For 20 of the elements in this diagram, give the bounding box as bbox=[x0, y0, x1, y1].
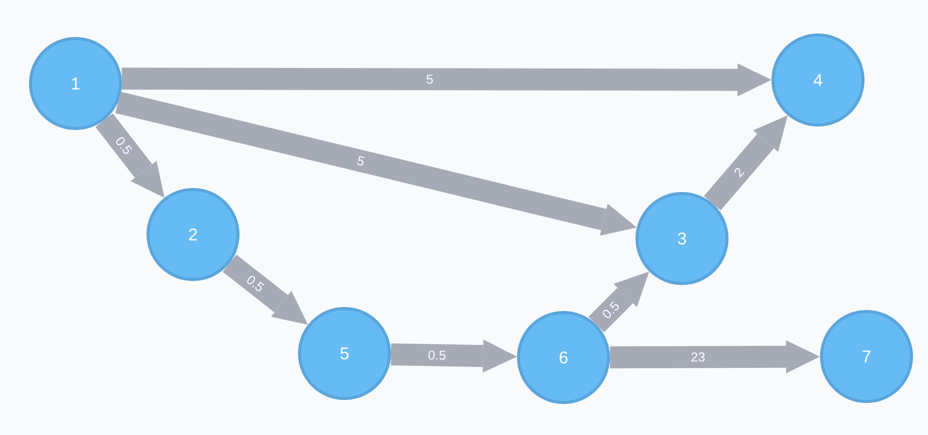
edge-label: 0.5 bbox=[428, 350, 446, 360]
circle-node: 7 bbox=[820, 310, 913, 403]
arrow bbox=[95, 113, 164, 198]
arrow bbox=[390, 340, 518, 373]
circle-node: 1 bbox=[29, 37, 122, 130]
arrow bbox=[588, 271, 650, 332]
edge-label: 5 bbox=[357, 156, 364, 166]
edge-label: 5 bbox=[426, 74, 433, 84]
edge-label: 0.5 bbox=[247, 276, 264, 292]
arrow bbox=[610, 340, 820, 374]
arrow bbox=[122, 63, 772, 96]
circle-node: 4 bbox=[772, 34, 864, 126]
arrow bbox=[704, 115, 788, 210]
arrow bbox=[222, 254, 308, 325]
edge-label: 2 bbox=[734, 168, 744, 178]
circle-node: 3 bbox=[636, 192, 728, 285]
circle-node: 5 bbox=[298, 307, 391, 400]
edge-label: 0.5 bbox=[116, 137, 132, 154]
edge-label: 23 bbox=[691, 352, 705, 362]
circle-node: 2 bbox=[146, 188, 240, 281]
